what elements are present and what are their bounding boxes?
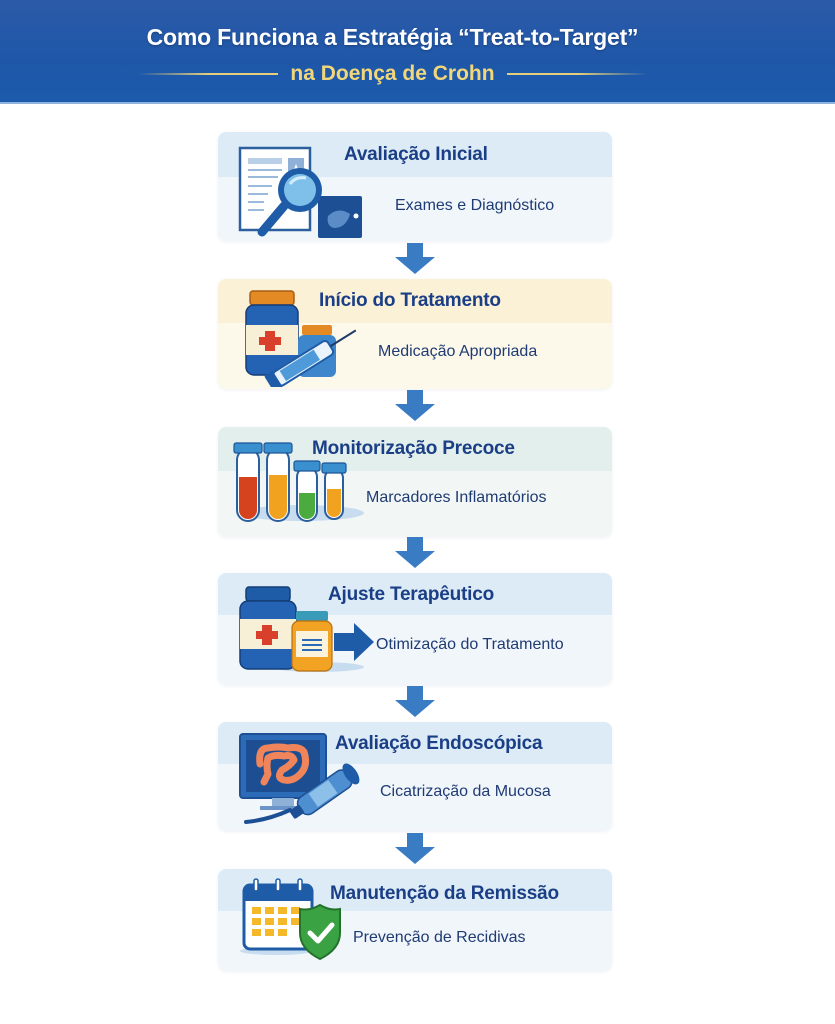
calendar-shield-check-icon bbox=[240, 878, 341, 961]
step-description: Otimização do Tratamento bbox=[376, 636, 564, 653]
step-title: Avaliação Endoscópica bbox=[335, 733, 543, 754]
step-description: Prevenção de Recidivas bbox=[353, 929, 526, 946]
step-title: Avaliação Inicial bbox=[344, 144, 488, 165]
step-description: Marcadores Inflamatórios bbox=[366, 489, 547, 506]
down-arrow-icon bbox=[395, 833, 435, 864]
medicine-bottles-syringe-icon bbox=[245, 290, 357, 387]
step-title: Ajuste Terapêutico bbox=[328, 584, 495, 605]
header-banner: Como Funciona a Estratégia “Treat-to-Tar… bbox=[0, 0, 835, 104]
step-card-monitorizacao-precoce: Monitorização Precoce Marcadores Inflama… bbox=[218, 427, 612, 537]
step-title: Início do Tratamento bbox=[319, 290, 501, 311]
step-description: Medicação Apropriada bbox=[378, 343, 538, 360]
step-card-avaliacao-inicial: Avaliação Inicial Exames e Diagnóstico bbox=[218, 132, 612, 241]
step-title: Monitorização Precoce bbox=[312, 438, 515, 459]
step-card-inicio-tratamento: Início do Tratamento Medicação Apropriad… bbox=[218, 279, 612, 389]
step-card-ajuste-terapeutico: Ajuste Terapêutico Otimização do Tratame… bbox=[218, 573, 612, 685]
step-card-manutencao-remissao: Manutenção da Remissão Prevenção de Reci… bbox=[218, 869, 612, 971]
step-card-avaliacao-endoscopica: Avaliação Endoscópica Cicatrização da Mu… bbox=[218, 722, 612, 831]
decorative-line-right bbox=[506, 73, 647, 75]
step-description: Exames e Diagnóstico bbox=[395, 197, 555, 214]
step-title: Manutenção da Remissão bbox=[330, 883, 559, 904]
down-arrow-icon bbox=[395, 686, 435, 717]
document-magnifier-ultrasound-icon bbox=[238, 146, 362, 238]
subtitle-row: na Doença de Crohn bbox=[0, 60, 835, 88]
page-subtitle: na Doença de Crohn bbox=[290, 62, 495, 85]
page-title: Como Funciona a Estratégia “Treat-to-Tar… bbox=[146, 24, 639, 50]
step-description: Cicatrização da Mucosa bbox=[380, 783, 551, 800]
medicine-bottles-arrow-icon bbox=[239, 586, 374, 672]
down-arrow-icon bbox=[395, 537, 435, 568]
monitor-colon-endoscope-icon bbox=[239, 733, 360, 824]
down-arrow-icon bbox=[395, 243, 435, 274]
test-tubes-icon bbox=[233, 442, 364, 522]
decorative-line-left bbox=[138, 73, 279, 75]
down-arrow-icon bbox=[395, 390, 435, 421]
